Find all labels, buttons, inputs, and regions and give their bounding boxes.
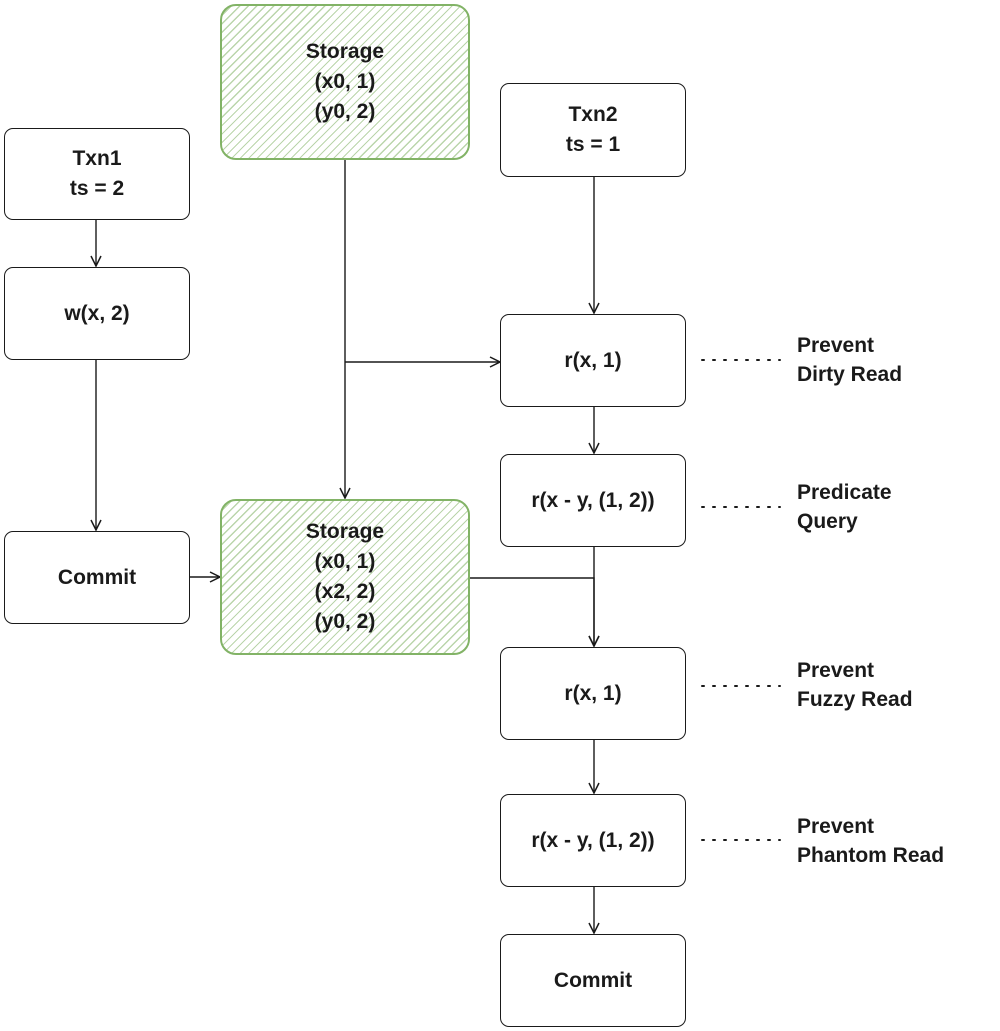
storage-initial-entry: (y0, 2) bbox=[314, 100, 376, 123]
txn2-read-3-node: r(x, 1) bbox=[500, 647, 686, 740]
storage-after-entry: (x2, 2) bbox=[314, 580, 376, 603]
txn2-read-3-label: r(x, 1) bbox=[564, 681, 622, 705]
txn1-timestamp: ts = 2 bbox=[69, 177, 125, 200]
txn1-commit-label: Commit bbox=[57, 565, 137, 589]
txn1-write-label: w(x, 2) bbox=[64, 301, 130, 325]
txn2-title: Txn2 bbox=[568, 103, 618, 126]
annotation-predicate-query: Predicate Query bbox=[797, 478, 892, 536]
annotation-line: Phantom Read bbox=[797, 844, 945, 867]
annotation-line: Prevent bbox=[797, 659, 875, 682]
storage-after-entry: (x0, 1) bbox=[314, 550, 376, 573]
txn1-commit-node: Commit bbox=[4, 531, 190, 624]
txn2-commit-node: Commit bbox=[500, 934, 686, 1027]
annotation-prevent-phantom-read: Prevent Phantom Read bbox=[797, 812, 944, 870]
storage-initial-entry: (x0, 1) bbox=[314, 70, 376, 93]
txn2-timestamp: ts = 1 bbox=[565, 133, 621, 156]
storage-after-entry: (y0, 2) bbox=[314, 610, 376, 633]
txn2-read-4-label: r(x - y, (1, 2)) bbox=[531, 828, 655, 852]
storage-initial-title: Storage bbox=[305, 40, 385, 63]
edge-storage-to-read3 bbox=[470, 577, 594, 646]
annotation-prevent-fuzzy-read: Prevent Fuzzy Read bbox=[797, 656, 913, 714]
annotation-line: Prevent bbox=[797, 334, 875, 357]
annotation-line: Prevent bbox=[797, 815, 875, 838]
txn2-read-1-node: r(x, 1) bbox=[500, 314, 686, 407]
annotation-line: Query bbox=[797, 510, 858, 533]
storage-after-title: Storage bbox=[305, 520, 385, 543]
txn2-read-2-node: r(x - y, (1, 2)) bbox=[500, 454, 686, 547]
txn1-title: Txn1 bbox=[72, 147, 122, 170]
annotation-line: Predicate bbox=[797, 481, 892, 504]
annotation-line: Fuzzy Read bbox=[797, 688, 913, 711]
txn2-read-1-label: r(x, 1) bbox=[564, 348, 622, 372]
storage-initial-node: Storage (x0, 1) (y0, 2) bbox=[220, 4, 470, 160]
txn2-node: Txn2 ts = 1 bbox=[500, 83, 686, 177]
storage-after-node: Storage (x0, 1) (x2, 2) (y0, 2) bbox=[220, 499, 470, 655]
txn1-write-node: w(x, 2) bbox=[4, 267, 190, 360]
txn1-node: Txn1 ts = 2 bbox=[4, 128, 190, 220]
annotation-prevent-dirty-read: Prevent Dirty Read bbox=[797, 331, 902, 389]
txn2-read-4-node: r(x - y, (1, 2)) bbox=[500, 794, 686, 887]
txn2-commit-label: Commit bbox=[553, 968, 633, 992]
annotation-line: Dirty Read bbox=[797, 363, 903, 386]
txn2-read-2-label: r(x - y, (1, 2)) bbox=[531, 488, 655, 512]
